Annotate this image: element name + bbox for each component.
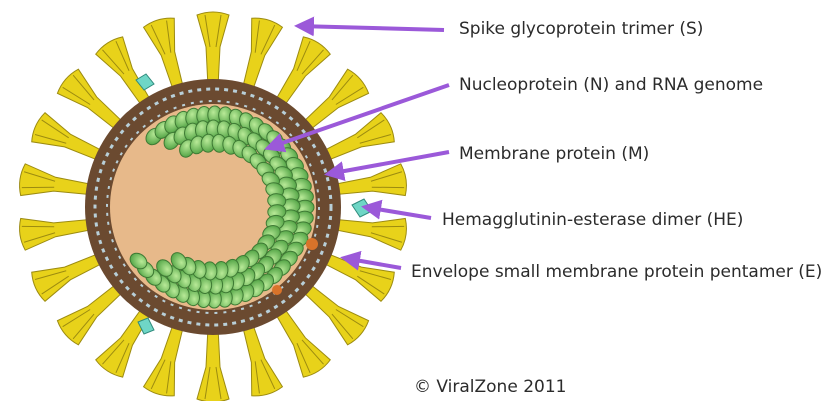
label-envelope-protein: Envelope small membrane protein pentamer… xyxy=(411,262,822,282)
arrow-hemagglutinin xyxy=(365,207,431,218)
e-protein xyxy=(272,285,282,295)
label-spike: Spike glycoprotein trimer (S) xyxy=(459,19,703,39)
arrow-spike xyxy=(298,26,444,30)
spike-glycoprotein xyxy=(197,12,229,87)
label-hemagglutinin: Hemagglutinin-esterase dimer (HE) xyxy=(442,210,743,230)
spike-glycoprotein xyxy=(18,163,97,205)
label-membrane-protein: Membrane protein (M) xyxy=(459,144,649,164)
spike-glycoprotein xyxy=(197,327,229,401)
label-nucleoprotein: Nucleoprotein (N) and RNA genome xyxy=(459,75,763,95)
spike-glycoprotein xyxy=(18,208,97,250)
spike-glycoprotein xyxy=(330,208,409,250)
copyright-credit: © ViralZone 2011 xyxy=(414,377,566,397)
e-protein xyxy=(306,238,318,250)
